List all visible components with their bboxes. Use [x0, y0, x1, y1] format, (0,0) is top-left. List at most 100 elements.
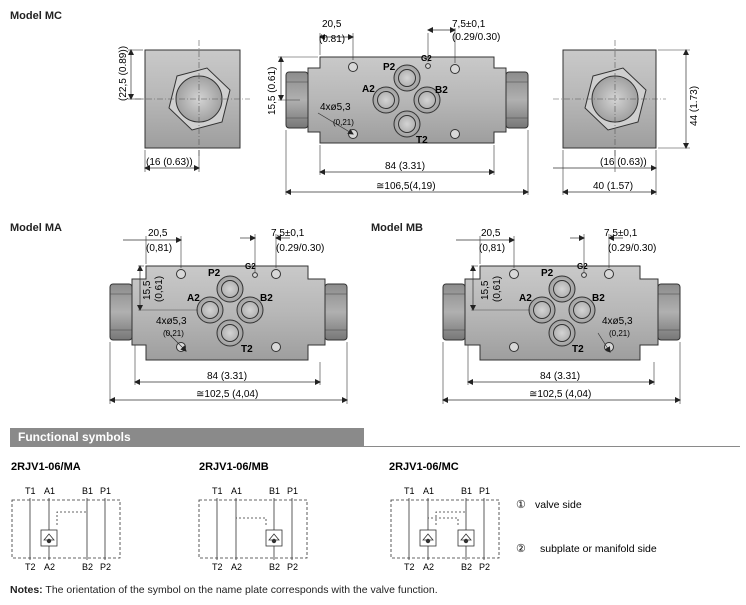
mc-left-end-view: (22,5 (0.89)) (16 (0.63))	[118, 40, 250, 172]
mb-dim-0-61: (0,61)	[492, 276, 503, 302]
mc-dim-0-21: (0,21)	[333, 118, 354, 127]
ma-port-p2: P2	[208, 268, 221, 279]
symbol-ma-a1: A1	[44, 486, 55, 496]
mb-port-p2: P2	[541, 268, 554, 279]
mc-dim-0-29: (0.29/0.30)	[452, 32, 500, 43]
symbol-mb-a2: A2	[231, 562, 242, 572]
ma-port-t2: T2	[241, 344, 253, 355]
ma-dim-7-5: 7,5±0,1	[271, 228, 305, 239]
model-mc-title: Model MC	[10, 10, 62, 22]
mc-dim-106: ≅106,5(4,19)	[376, 181, 436, 192]
ma-dim-0-81: (0,81)	[146, 243, 172, 254]
mc-dim-0-81: (0.81)	[319, 34, 345, 45]
symbol-mc-b1: B1	[461, 486, 472, 496]
mb-port-a2: A2	[519, 293, 532, 304]
ma-dim-0-29: (0.29/0.30)	[276, 243, 324, 254]
mc-dim-16-right: (16 (0.63))	[600, 157, 647, 168]
mb-dim-102: ≅102,5 (4,04)	[529, 389, 591, 400]
symbol-mc-a2: A2	[423, 562, 434, 572]
symbol-legend: ① valve side ② subplate or manifold side	[516, 499, 657, 555]
mc-port-a2: A2	[362, 84, 375, 95]
mb-dim-15-5: 15,5	[480, 280, 491, 300]
symbol-ma: 2RJV1-06/MA T1 A1 B1 P1 T2 A2 B2 P2	[11, 461, 121, 572]
legend-marker-1: ①	[516, 499, 526, 511]
symbol-ma-title: 2RJV1-06/MA	[11, 461, 81, 473]
mc-right-end-view: 44 (1.73) (16 (0.63)) 40 (1.57)	[553, 40, 700, 195]
mc-port-b2: B2	[435, 85, 448, 96]
model-ma-title: Model MA	[10, 222, 62, 234]
symbol-mc-t2: T2	[404, 562, 415, 572]
symbol-mb-t2: T2	[212, 562, 223, 572]
symbol-ma-b1: B1	[82, 486, 93, 496]
mb-dim-4x: 4xø5,3	[602, 316, 633, 327]
symbol-mc-b2: B2	[461, 562, 472, 572]
ma-port-b2: B2	[260, 293, 273, 304]
symbol-ma-a2: A2	[44, 562, 55, 572]
legend-text-2: subplate or manifold side	[540, 543, 657, 555]
ma-dim-20-5: 20,5	[148, 228, 168, 239]
mc-dim-7-5: 7,5±0,1	[452, 19, 486, 30]
mb-port-g2: G2	[577, 262, 588, 271]
symbol-mb-p1: P1	[287, 486, 298, 496]
mc-port-g2: G2	[421, 54, 432, 63]
ma-dim-0-21: (0,21)	[163, 329, 184, 338]
ma-port-a2: A2	[187, 293, 200, 304]
model-mc-drawing: (22,5 (0.89)) (16 (0.63))	[118, 19, 700, 195]
notes-label: Notes:	[10, 584, 43, 596]
symbol-mc-p2: P2	[479, 562, 490, 572]
symbol-mc-title: 2RJV1-06/MC	[389, 461, 459, 473]
ma-port-g2: G2	[245, 262, 256, 271]
symbol-ma-t2: T2	[25, 562, 36, 572]
model-mb-title: Model MB	[371, 222, 423, 234]
model-mb-drawing: P2 G2 A2 B2 T2 20,5 (0,81) 7,5±0,1 (0.29…	[442, 228, 681, 404]
mc-dim-16-left: (16 (0.63))	[146, 157, 193, 168]
ma-dim-84: 84 (3.31)	[207, 371, 247, 382]
notes-text: The orientation of the symbol on the nam…	[42, 584, 438, 596]
model-ma-drawing: P2 G2 A2 B2 T2 20,5 (0,81) 7,5±0,1 (0.29…	[109, 228, 348, 404]
symbol-mb-b2: B2	[269, 562, 280, 572]
symbol-mc-p1: P1	[479, 486, 490, 496]
section-divider	[364, 446, 740, 447]
mb-dim-84: 84 (3.31)	[540, 371, 580, 382]
ma-dim-4x: 4xø5,3	[156, 316, 187, 327]
symbol-ma-b2: B2	[82, 562, 93, 572]
mc-main-view: P2 G2 A2 B2 T2 20,5 (0.81) 7,5±0,1 (0.29…	[267, 19, 529, 195]
mb-dim-7-5: 7,5±0,1	[604, 228, 638, 239]
ma-dim-15-5: 15,5	[142, 280, 153, 300]
mc-dim-20-5: 20,5	[322, 19, 342, 30]
symbol-mc-t1: T1	[404, 486, 415, 496]
mc-dim-44: 44 (1.73)	[689, 86, 700, 126]
symbol-mb-t1: T1	[212, 486, 223, 496]
mc-dim-84: 84 (3.31)	[385, 161, 425, 172]
symbol-ma-t1: T1	[25, 486, 36, 496]
mb-dim-0-21: (0,21)	[609, 329, 630, 338]
mc-port-t2: T2	[416, 135, 428, 146]
ma-dim-0-61: (0,61)	[154, 276, 165, 302]
symbol-mc: 2RJV1-06/MC T1 A1 B1 P1 T2 A2 B2 P2	[389, 461, 500, 572]
mc-port-p2: P2	[383, 62, 396, 73]
symbol-mb-a1: A1	[231, 486, 242, 496]
symbol-mb-title: 2RJV1-06/MB	[199, 461, 269, 473]
symbol-mb-b1: B1	[269, 486, 280, 496]
mc-dim-40: 40 (1.57)	[593, 181, 633, 192]
mb-port-b2: B2	[592, 293, 605, 304]
symbol-ma-p1: P1	[100, 486, 111, 496]
symbol-mb-p2: P2	[287, 562, 298, 572]
mb-dim-20-5: 20,5	[481, 228, 501, 239]
ma-dim-102: ≅102,5 (4,04)	[196, 389, 258, 400]
functional-symbols-heading: Functional symbols	[10, 428, 364, 447]
mb-port-t2: T2	[572, 344, 584, 355]
symbol-mb: 2RJV1-06/MB T1 A1 B1 P1 T2 A2 B2 P2	[198, 461, 308, 572]
mc-dim-15-5: 15,5 (0.61)	[267, 67, 278, 115]
mb-dim-0-29: (0.29/0.30)	[608, 243, 656, 254]
symbol-mc-a1: A1	[423, 486, 434, 496]
mb-dim-0-81: (0,81)	[479, 243, 505, 254]
mc-dim-22-5: (22,5 (0.89))	[118, 46, 129, 101]
mc-dim-4x: 4xø5,3	[320, 102, 351, 113]
legend-text-1: valve side	[535, 499, 582, 511]
legend-marker-2: ②	[516, 543, 526, 555]
symbol-ma-p2: P2	[100, 562, 111, 572]
notes: Notes: The orientation of the symbol on …	[10, 584, 438, 596]
